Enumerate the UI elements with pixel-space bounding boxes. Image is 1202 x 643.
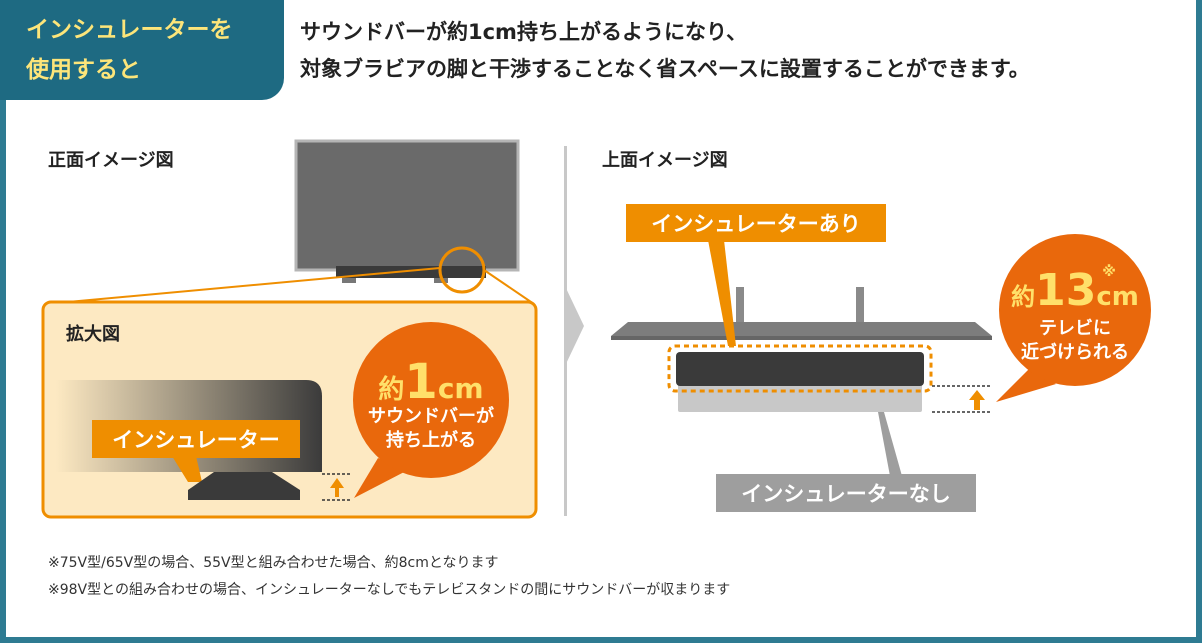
insulator-label-box (92, 420, 300, 458)
bubble1-unit: cm (438, 372, 484, 405)
without-insulator-box (716, 474, 976, 512)
headline: サウンドバーが約1cm持ち上がるようになり、 対象ブラビアの脚と干渉することなく… (300, 14, 1030, 88)
bubble2-note-mark: ※ (1102, 264, 1116, 280)
insulator-label: インシュレーター (112, 428, 280, 452)
bubble1-prefix: 約 (378, 374, 404, 405)
thirteen-cm-bubble: 約13cm ※ テレビに 近づけられる (996, 234, 1151, 402)
with-insulator-label: インシュレーターあり (651, 212, 861, 236)
note-1: ※75V型/65V型の場合、55V型と組み合わせた場合、約8cmとなります (48, 555, 499, 571)
tag-line2: 使用すると (26, 57, 141, 83)
bubble2-line1: テレビに (1039, 318, 1111, 339)
soundbar-highlight (667, 344, 933, 393)
top-view-tv (611, 287, 992, 340)
bubble2-unit: cm (1096, 282, 1139, 312)
top-view-title: 上面イメージ図 (602, 150, 728, 171)
bubble2-prefix: 約 (1011, 283, 1035, 311)
bubble2-number: 13 (1035, 265, 1096, 316)
front-tv (294, 139, 520, 294)
zoom-title: 拡大図 (66, 324, 120, 345)
svg-text:約1cm: 約1cm (378, 354, 483, 410)
headline-line2: 対象ブラビアの脚と干渉することなく省スペースに設置することができます。 (300, 57, 1030, 81)
soundbar-with-insulator (676, 352, 924, 386)
bubble1-line2: 持ち上がる (386, 429, 476, 451)
svg-text:約13cm: 約13cm (1011, 265, 1139, 316)
bubble1-line1: サウンドバーが (368, 405, 494, 427)
section-tag: インシュレーターを 使用すると (0, 0, 284, 100)
front-view-title: 正面イメージ図 (48, 150, 174, 171)
divider-arrow (564, 284, 584, 368)
note-2: ※98V型との組み合わせの場合、インシュレーターなしでもテレビスタンドの間にサウ… (48, 582, 731, 598)
headline-line1: サウンドバーが約1cm持ち上がるようになり、 (300, 20, 748, 44)
bubble2-line2: 近づけられる (1021, 341, 1129, 363)
tag-line1: インシュレーターを (26, 17, 233, 43)
one-cm-bubble: 約1cm サウンドバーが 持ち上がる (353, 322, 509, 498)
without-insulator-label: インシュレーターなし (741, 482, 951, 506)
with-insulator-box (626, 204, 886, 242)
bubble1-number: 1 (404, 354, 437, 410)
